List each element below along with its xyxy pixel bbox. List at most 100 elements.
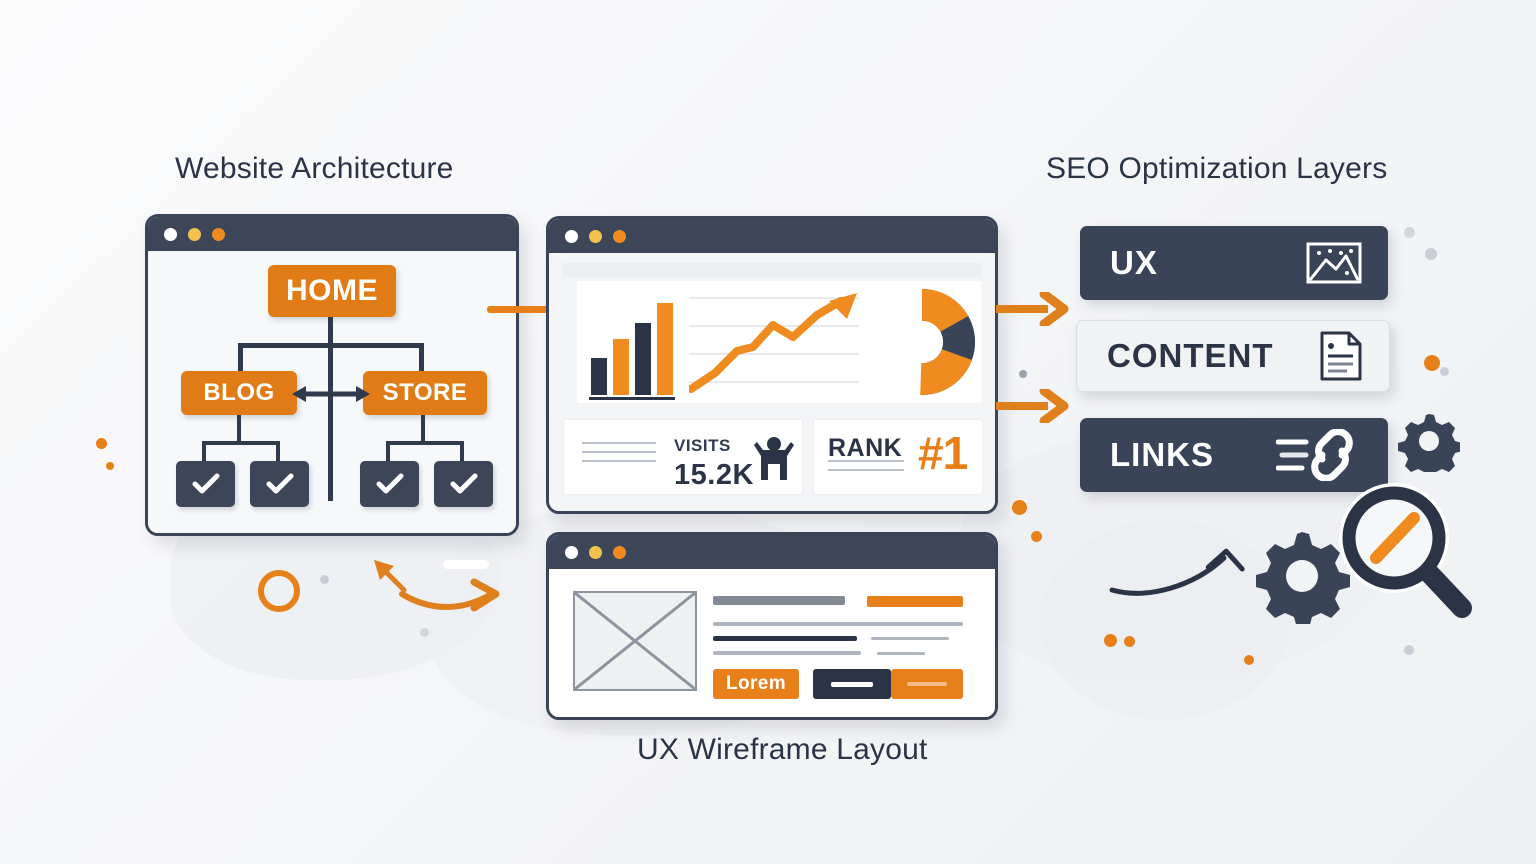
orange-dot[interactable]	[613, 229, 626, 243]
architecture-titlebar	[148, 217, 516, 251]
grey-dot-decoration-4	[1404, 227, 1415, 238]
leaf-bus-blog	[202, 441, 280, 445]
visits-label: VISITS	[674, 436, 731, 455]
leaf-stem-store	[421, 415, 425, 443]
tree-drop-store	[419, 343, 424, 371]
orange-ring-decoration	[258, 570, 300, 612]
dashboard-titlebar	[549, 219, 995, 253]
grey-dot-decoration-7	[1404, 645, 1414, 655]
grey-dot-decoration-5	[1425, 248, 1437, 260]
yellow-dot[interactable]	[188, 227, 201, 241]
white-dot[interactable]	[565, 545, 578, 559]
wireframe-dark-button[interactable]	[813, 669, 891, 699]
leaf-node-store-1[interactable]	[360, 461, 419, 507]
grey-dot-decoration-6	[1440, 367, 1449, 376]
rank-value: #1	[918, 427, 968, 479]
wireframe-window: Lorem	[546, 532, 998, 720]
wireframe-titlebar	[549, 535, 995, 569]
wireframe-lorem-button[interactable]: Lorem	[713, 669, 799, 699]
leaf-drop-blog-2	[276, 441, 280, 463]
seo-layer-links[interactable]: LINKS	[1080, 418, 1388, 492]
bar-3	[635, 323, 651, 395]
orange-dot-decoration-1	[96, 438, 107, 449]
line-chart	[689, 289, 859, 395]
visits-value: 15.2K	[674, 459, 754, 491]
leaf-drop-store-1	[386, 441, 390, 463]
wireframe-body-line-1	[713, 622, 963, 626]
rank-placeholder-lines	[828, 460, 904, 478]
image-placeholder-icon	[573, 591, 697, 691]
leaf-node-blog-1[interactable]	[176, 461, 235, 507]
bar-chart	[589, 293, 675, 400]
tree-node-store[interactable]: STORE	[363, 371, 487, 415]
orange-dot-decoration-7	[1244, 655, 1254, 665]
wireframe-heading-line	[713, 596, 845, 605]
wireframe-orange-button[interactable]	[891, 669, 963, 699]
yellow-dot[interactable]	[589, 545, 602, 559]
leaf-bus-store	[386, 441, 464, 445]
background-circle-right	[1040, 520, 1290, 720]
gridline-3	[689, 353, 859, 355]
wireframe-body-line-2	[713, 636, 857, 641]
leaf-node-blog-2[interactable]	[250, 461, 309, 507]
architecture-window-body: HOME BLOG STORE	[148, 251, 516, 533]
seo-layer-content-label: CONTENT	[1107, 337, 1274, 374]
gear-icon-large	[1256, 532, 1350, 624]
check-icon	[376, 473, 403, 494]
bar-4	[657, 303, 673, 395]
gridline-1	[689, 297, 859, 299]
leaf-stem-blog	[237, 415, 241, 443]
architecture-window: HOME BLOG STORE	[145, 214, 519, 536]
dashboard-to-seo-arrow-bottom	[996, 389, 1069, 423]
leaf-node-store-2[interactable]	[434, 461, 493, 507]
tree-drop-blog	[238, 343, 243, 371]
orange-dot[interactable]	[613, 545, 626, 559]
tree-node-blog[interactable]: BLOG	[181, 371, 297, 415]
check-icon	[450, 473, 477, 494]
grey-dot-decoration-2	[420, 628, 429, 637]
tree-node-home[interactable]: HOME	[268, 265, 396, 317]
dashboard-window: VISITS 15.2K RANK #1	[546, 216, 998, 514]
seo-layer-content[interactable]: CONTENT	[1076, 320, 1390, 392]
orange-dot-decoration-3	[1012, 500, 1027, 515]
visits-stat-card[interactable]: VISITS 15.2K	[563, 419, 803, 495]
wireframe-lorem-button-label: Lorem	[725, 673, 787, 694]
bar-1	[591, 358, 607, 395]
visits-placeholder-lines	[582, 442, 656, 469]
orange-dot-decoration-4	[1031, 531, 1042, 542]
tree-trunk-line	[328, 311, 333, 501]
wireframe-body-line-5	[877, 652, 925, 655]
rank-stat-card[interactable]: RANK #1	[813, 419, 983, 495]
white-pill-decoration	[443, 560, 489, 569]
architecture-title: Website Architecture	[175, 152, 454, 185]
wireframe-accent-bar	[867, 596, 963, 607]
yellow-dot[interactable]	[589, 229, 602, 243]
wireframe-body-line-4	[713, 651, 861, 655]
dashboard-toolbar-strip	[563, 263, 981, 277]
magnifier-icon	[1339, 483, 1472, 618]
visits-text-group: VISITS 15.2K	[674, 436, 754, 490]
image-picture-icon	[1306, 242, 1362, 284]
grey-dot-decoration-3	[1019, 370, 1027, 378]
wireframe-body-line-3	[871, 637, 949, 640]
seo-layer-ux[interactable]: UX	[1080, 226, 1388, 300]
architecture-to-dashboard-connector	[487, 306, 565, 313]
white-dot[interactable]	[565, 229, 578, 243]
gear-icon-small	[1398, 414, 1460, 472]
check-icon	[266, 473, 293, 494]
grey-dot-decoration-1	[320, 575, 329, 584]
curved-orange-arrow	[399, 578, 500, 612]
orange-dot-decoration-8	[1424, 355, 1440, 371]
seo-title: SEO Optimization Layers	[1046, 152, 1388, 185]
bar-chart-axis	[589, 397, 675, 400]
leaf-drop-store-2	[460, 441, 464, 463]
orange-dot[interactable]	[212, 227, 225, 241]
rank-label: RANK	[828, 434, 903, 462]
trend-line-with-arrow	[689, 293, 857, 393]
leaf-drop-blog-1	[202, 441, 206, 463]
tree-node-blog-label: BLOG	[203, 379, 275, 406]
orange-dot-decoration-2	[106, 462, 114, 470]
white-dot[interactable]	[164, 227, 177, 241]
dashboard-to-seo-arrow-top	[996, 292, 1069, 326]
